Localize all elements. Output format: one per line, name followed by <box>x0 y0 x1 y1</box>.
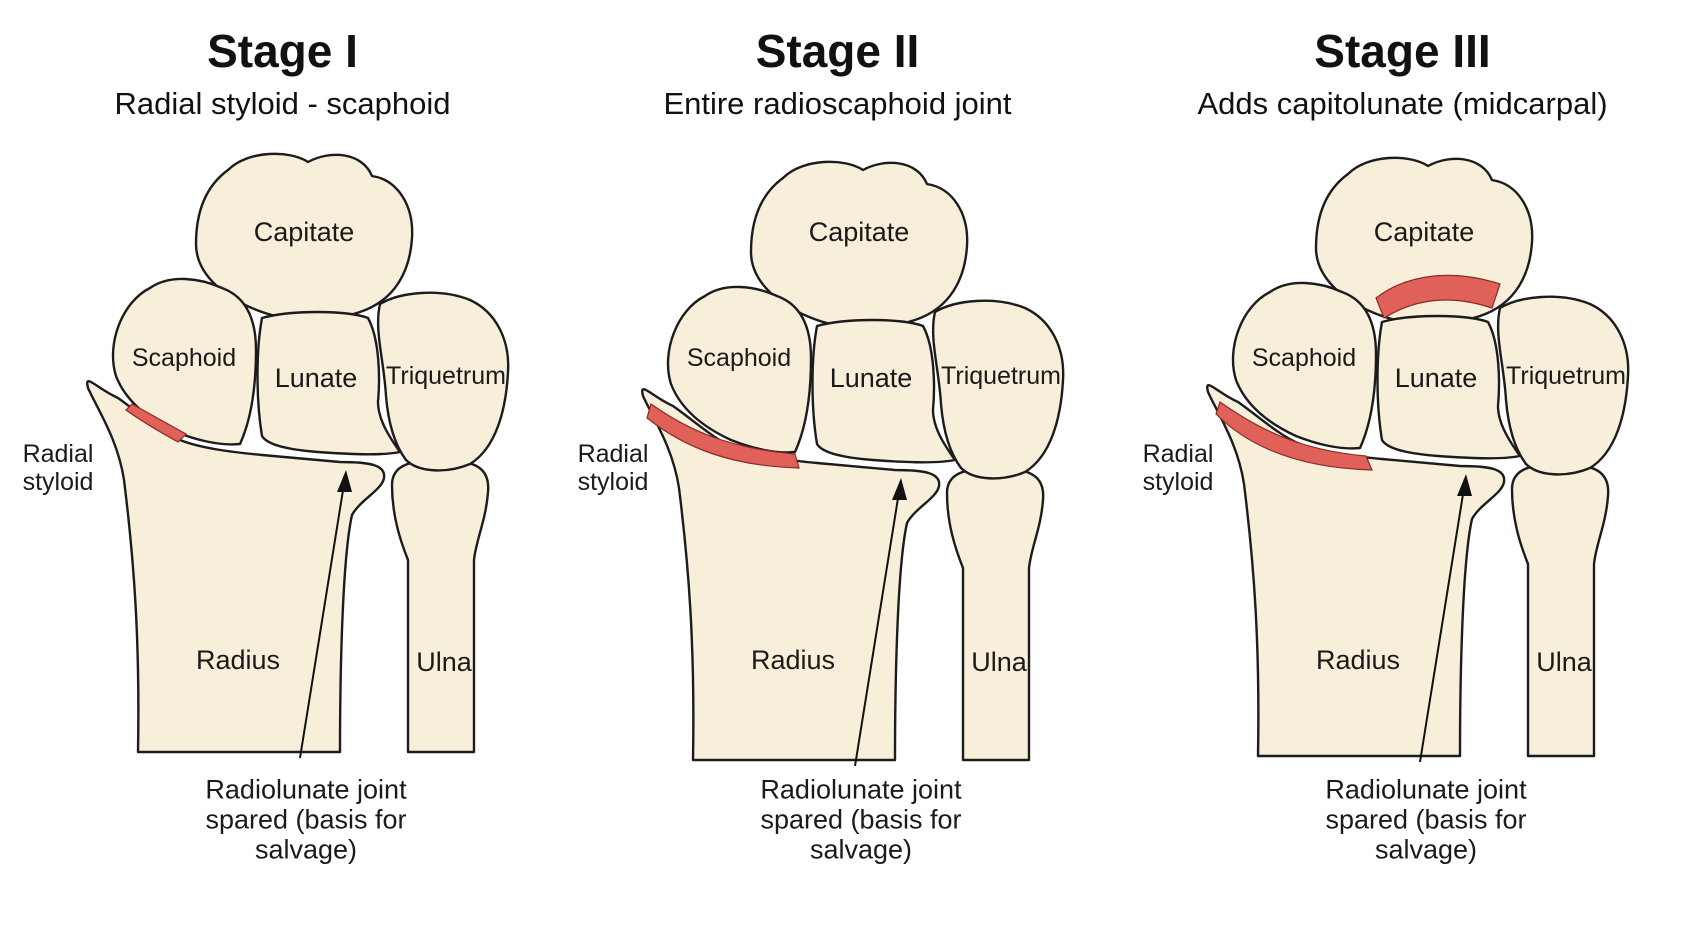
arrowhead-icon <box>892 478 907 500</box>
radius-bone <box>86 380 386 754</box>
affected-joint-highlight <box>646 403 800 469</box>
label-scaphoid: Scaphoid <box>686 344 792 372</box>
label-ulna: Ulna <box>971 646 1027 677</box>
stage-subtitle: Radial styloid - scaphoid <box>114 86 451 121</box>
capitate-bone <box>194 152 414 321</box>
stage-panel-2: Stage II Entire radioscaphoid joint Capi… <box>555 0 1120 929</box>
triquetrum-bone <box>1496 295 1630 476</box>
spared-joint-arrow <box>1419 487 1465 763</box>
stage-subtitle: Adds capitolunate (midcarpal) <box>1197 86 1608 121</box>
stage-panel-3: Stage III Adds capitolunate (midcarpal) … <box>1120 0 1685 929</box>
ulna-bone <box>390 458 490 754</box>
stage-title: Stage I <box>207 25 358 77</box>
scaphoid-bone <box>111 277 258 446</box>
wrist-diagram <box>86 152 510 759</box>
midcarpal-highlight <box>1375 274 1501 319</box>
label-scaphoid: Scaphoid <box>131 344 237 372</box>
label-spared-joint: Radiolunate joint spared (basis for salv… <box>760 774 962 866</box>
label-radius: Radius <box>750 644 836 675</box>
scaphoid-bone <box>666 285 813 454</box>
arrowhead-icon <box>1457 474 1472 496</box>
wrist-diagram <box>1206 156 1630 763</box>
spared-joint-arrow <box>299 483 345 759</box>
label-capitate: Capitate <box>808 216 910 247</box>
label-lunate: Lunate <box>274 362 358 393</box>
affected-joint-highlight <box>1215 401 1373 471</box>
arrowhead-icon <box>337 470 352 492</box>
capitate-bone <box>749 160 969 329</box>
label-lunate: Lunate <box>1394 362 1478 393</box>
label-scaphoid: Scaphoid <box>1251 344 1357 372</box>
spared-joint-arrow <box>854 491 900 767</box>
triquetrum-bone <box>931 299 1065 480</box>
stage-title: Stage III <box>1314 25 1491 77</box>
affected-joint-highlight <box>125 403 187 443</box>
label-radial-styloid: Radial styloid <box>1142 440 1214 496</box>
label-radius: Radius <box>195 644 281 675</box>
label-triquetrum: Triquetrum <box>941 362 1061 390</box>
label-radial-styloid: Radial styloid <box>577 440 649 496</box>
label-lunate: Lunate <box>829 362 913 393</box>
label-ulna: Ulna <box>416 646 472 677</box>
stage-title: Stage II <box>755 25 920 77</box>
scaphoid-bone <box>1231 281 1378 450</box>
ulna-bone <box>945 466 1045 762</box>
label-capitate: Capitate <box>1373 216 1475 247</box>
label-spared-joint: Radiolunate joint spared (basis for salv… <box>1325 774 1527 866</box>
stage-panel-1: Stage I Radial styloid - scaphoid Capita… <box>0 0 565 929</box>
label-triquetrum: Triquetrum <box>1506 362 1626 390</box>
ulna-bone <box>1510 462 1610 758</box>
stage-subtitle: Entire radioscaphoid joint <box>663 86 1012 121</box>
label-ulna: Ulna <box>1536 646 1592 677</box>
label-capitate: Capitate <box>253 216 355 247</box>
triquetrum-bone <box>376 291 510 472</box>
label-spared-joint: Radiolunate joint spared (basis for salv… <box>205 774 407 866</box>
label-radius: Radius <box>1315 644 1401 675</box>
label-triquetrum: Triquetrum <box>386 362 506 390</box>
label-radial-styloid: Radial styloid <box>22 440 94 496</box>
wrist-diagram <box>641 160 1065 767</box>
